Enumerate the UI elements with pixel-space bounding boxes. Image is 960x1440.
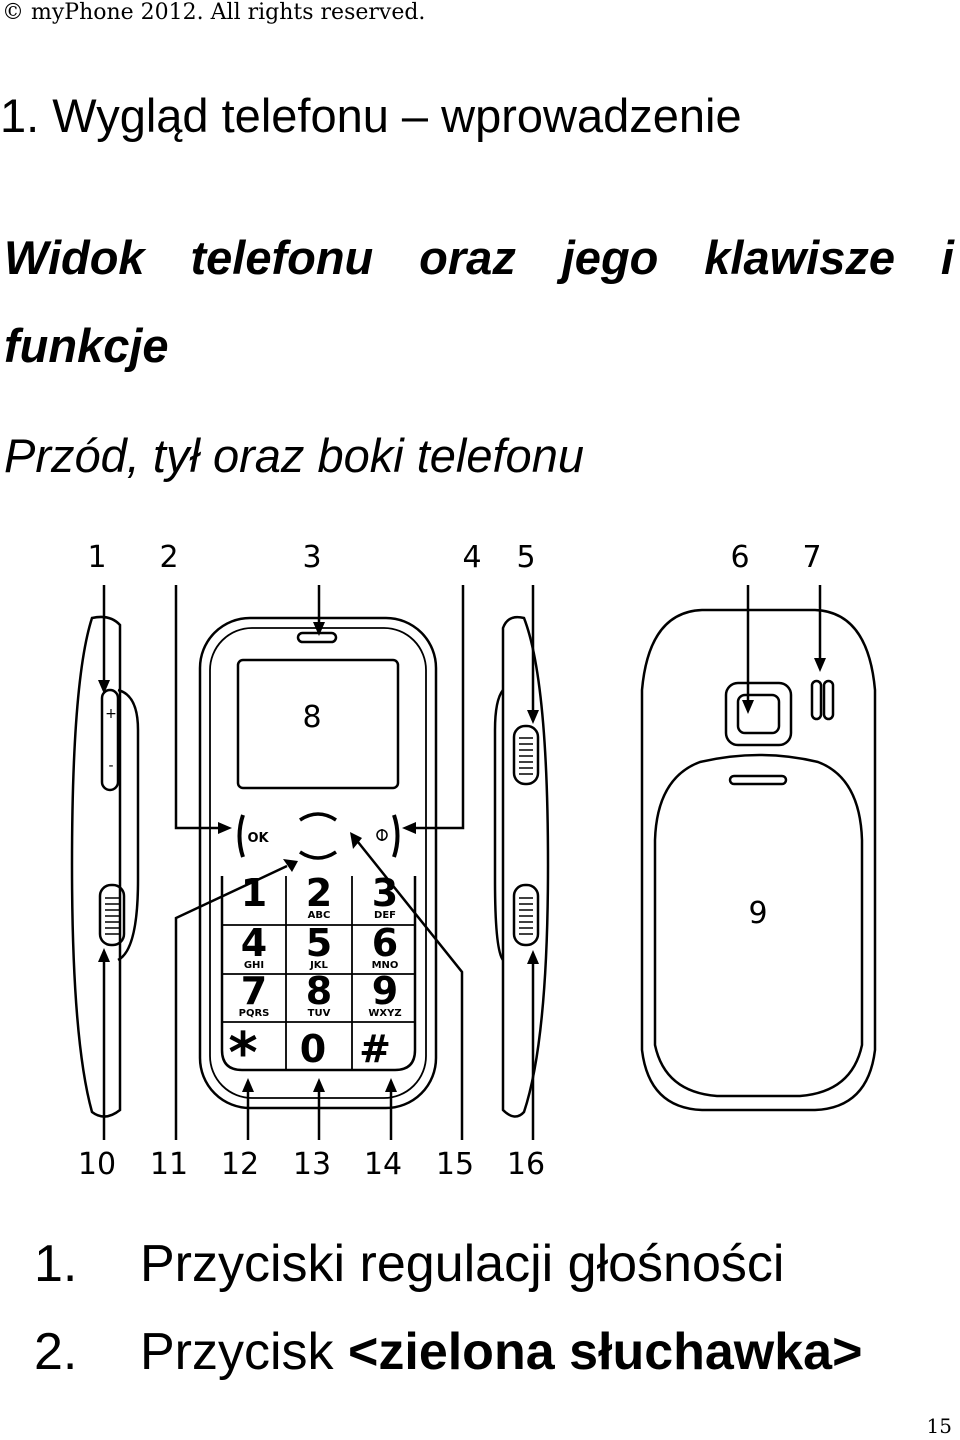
top-label-3: 3 — [302, 540, 321, 575]
key-6-letters: MNO — [372, 960, 399, 971]
bottom-label-12: 12 — [221, 1147, 259, 1182]
legend-item-1-number: 1. — [34, 1235, 78, 1293]
key-2-letters: ABC — [308, 910, 331, 921]
ok-label: OK — [247, 831, 269, 846]
key-7-digit: 7 — [241, 969, 267, 1013]
key-star: * — [228, 1021, 257, 1086]
bottom-label-11: 11 — [150, 1147, 188, 1182]
volume-minus-label: - — [108, 758, 113, 774]
top-label-1: 1 — [87, 540, 106, 575]
key-9-digit: 9 — [372, 969, 398, 1013]
bottom-labels: 10 11 12 13 14 15 16 — [78, 1147, 545, 1182]
legend-item-2-text: Przycisk <zielona słuchawka> — [140, 1322, 862, 1382]
bottom-label-10: 10 — [78, 1147, 116, 1182]
key-3-digit: 3 — [372, 871, 398, 915]
key-2-digit: 2 — [306, 871, 332, 915]
key-5-letters: JKL — [309, 960, 328, 971]
key-4-letters: GHI — [244, 960, 264, 971]
leader-lines — [102, 585, 822, 1140]
bottom-label-15: 15 — [436, 1147, 474, 1182]
bottom-label-13: 13 — [293, 1147, 331, 1182]
key-6-digit: 6 — [372, 921, 398, 965]
phone-left-side — [70, 615, 140, 1118]
legend-item-2-text-plain: Przycisk — [140, 1323, 348, 1381]
legend-item-2-text-bold: <zielona słuchawka> — [348, 1323, 863, 1381]
page-number: 15 — [926, 1414, 952, 1438]
key-8-digit: 8 — [306, 969, 332, 1013]
key-4-digit: 4 — [241, 921, 267, 965]
phone-right-side — [493, 615, 550, 1118]
key-5-digit: 5 — [306, 921, 332, 965]
copyright-notice: © myPhone 2012. All rights reserved. — [2, 0, 426, 25]
phone-back — [640, 608, 877, 1112]
legend-item-2-number: 2. — [34, 1323, 78, 1381]
phone-diagram: 1 2 3 4 5 6 7 + - 8 O — [70, 540, 877, 1182]
right-side-grips — [519, 737, 533, 935]
arrow-heads — [98, 622, 826, 1092]
section-subtitle: Widok telefonu oraz jego klawisze i funk… — [4, 231, 954, 372]
top-label-2: 2 — [159, 540, 178, 575]
bottom-label-16: 16 — [507, 1147, 545, 1182]
left-side-grip — [105, 897, 119, 935]
key-8-letters: TUV — [308, 1008, 331, 1019]
key-3-letters: DEF — [374, 910, 396, 921]
section-caption: Przód, tył oraz boki telefonu — [4, 429, 584, 482]
key-0: 0 — [300, 1027, 326, 1071]
key-hash: # — [359, 1027, 391, 1071]
top-labels: 1 2 3 4 5 6 7 — [87, 540, 821, 575]
section-title: 1. Wygląd telefonu – wprowadzenie — [0, 89, 742, 142]
bottom-label-14: 14 — [364, 1147, 402, 1182]
keypad: 1 2 ABC 3 DEF 4 GHI 5 JKL 6 MNO 7 PQRS 8… — [228, 871, 401, 1086]
battery-cover-label: 9 — [748, 896, 767, 931]
top-label-6: 6 — [730, 540, 749, 575]
volume-plus-label: + — [105, 706, 117, 722]
key-7-letters: PQRS — [239, 1008, 270, 1019]
top-label-4: 4 — [462, 540, 481, 575]
key-9-letters: WXYZ — [368, 1008, 401, 1019]
legend-item-1-text: Przyciski regulacji głośności — [140, 1235, 785, 1293]
top-label-5: 5 — [516, 540, 535, 575]
top-label-7: 7 — [802, 540, 821, 575]
screen-label: 8 — [302, 700, 321, 735]
